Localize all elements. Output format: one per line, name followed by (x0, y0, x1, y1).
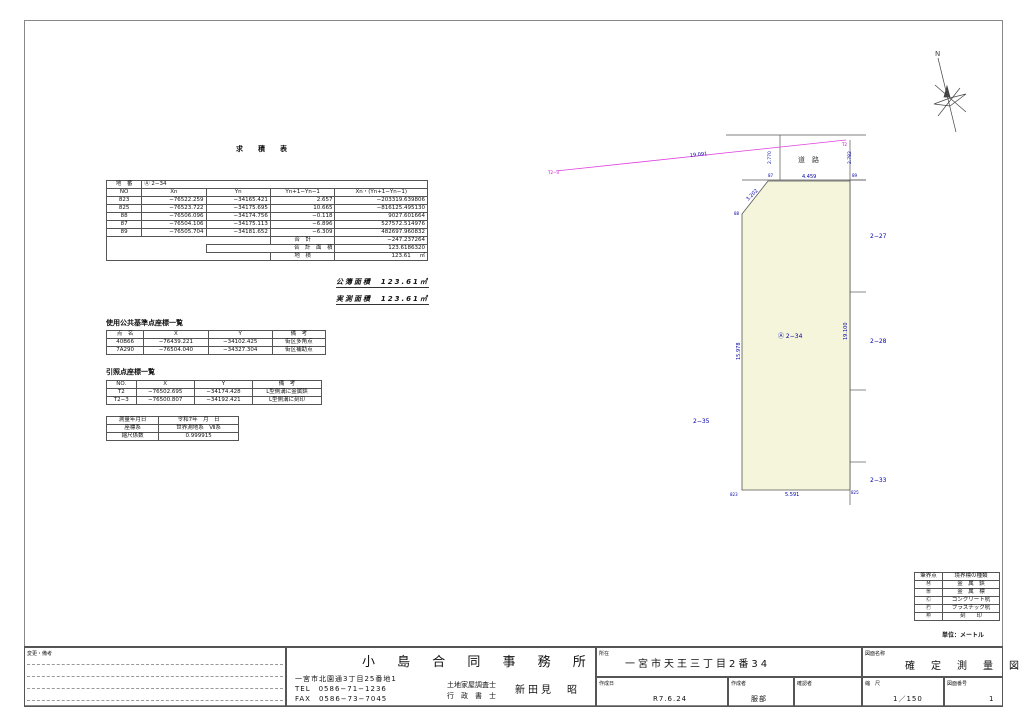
point-label: 87 (768, 173, 774, 178)
created-box: 作成日 R7.6.24 (596, 677, 728, 707)
rightside-dim: 2.782 (847, 151, 853, 164)
cell: −34192.421 (193, 396, 254, 405)
point-label: 89 (852, 173, 858, 178)
unit-label: 単位：メートル (942, 632, 985, 639)
scale-value: 1／150 (893, 695, 923, 703)
boundary-mark-icon: Ⓟ (913, 604, 944, 613)
sheet-no-box: 図面番号 1 (944, 677, 1003, 707)
top-dim: 4.459 (802, 174, 816, 180)
checker-box: 確認者 (794, 677, 862, 707)
survey-drawing: N 19.091 T2−3 T2 道 路 2.770 2.782 4.459 3… (547, 50, 967, 505)
office-tel: TEL 0586−71−1236 (295, 685, 387, 693)
neighbor-label: 2−28 (870, 338, 887, 345)
location-value: 一宮市天王三丁目2番34 (625, 659, 771, 670)
title-block: 変更・備考 小 島 合 同 事 務 所 一宮市北園通3丁目25番地1 TEL 0… (24, 646, 1019, 707)
header-cell: 筆界点 (913, 572, 944, 581)
boundary-mark-icon: Ⓒ (913, 596, 944, 605)
right-dim: 19.100 (843, 323, 849, 341)
reference-tie-line (555, 139, 847, 172)
public-points-title: 使用公共基準点座標一覧 (106, 319, 183, 327)
qualification-1: 土地家屋調査士 (447, 681, 496, 689)
qualification-2: 行 政 書 士 (447, 692, 496, 700)
neighbor-label: 2−35 (693, 418, 710, 425)
north-label: N (935, 50, 940, 58)
author-label: 作成者 (731, 681, 747, 687)
neighbor-label: 2−33 (870, 477, 887, 484)
road-label: 道 路 (798, 155, 819, 164)
area-value: 123.61 ㎡ (334, 252, 428, 261)
office-address: 一宮市北園通3丁目25番地1 (295, 675, 397, 683)
drawing-name-label: 図面名称 (865, 651, 886, 657)
point-label: T2 (841, 142, 847, 147)
boundary-mark-icon: Ⓜ (913, 580, 944, 589)
cell: −34327.304 (207, 346, 273, 355)
office-name: 小 島 合 同 事 務 所 (362, 655, 595, 670)
point-label: 88 (734, 211, 740, 216)
location-label: 所在 (599, 651, 610, 657)
bottom-dim: 5.591 (785, 492, 799, 498)
sheet-no-label: 図面番号 (947, 681, 968, 687)
parcel-polygon (741, 180, 851, 491)
office-fax: FAX 0586−73−7045 (295, 695, 388, 703)
cell: 街区補助点 (271, 346, 327, 355)
drawing-name-box: 図面名称 確 定 測 量 図 (862, 647, 1019, 677)
office-box: 小 島 合 同 事 務 所 一宮市北園通3丁目25番地1 TEL 0586−71… (286, 647, 596, 707)
scale-box: 縮 尺 1／150 (862, 677, 944, 707)
created-label: 作成日 (599, 681, 615, 687)
drawing-name-value: 確 定 測 量 図 (905, 661, 1022, 672)
remarks-label: 変更・備考 (27, 651, 53, 657)
scale-label: 縮 尺 (865, 681, 881, 687)
point-label: 823 (730, 492, 738, 497)
author-value: 服部 (751, 695, 767, 703)
point-label: 825 (851, 490, 859, 495)
drawing-sheet (24, 20, 1003, 706)
cell: 金 属 鋲 (942, 580, 1000, 589)
table-row: ㊎金 属 標 (913, 588, 1000, 597)
leftside-dim: 2.770 (767, 151, 773, 164)
cell: 縮尺係数 (105, 432, 160, 441)
north-arrow-icon (933, 57, 967, 133)
cell: 金 属 標 (942, 588, 1000, 597)
person-name: 新田見 昭 (515, 685, 580, 696)
neighbor-label: 2−27 (870, 233, 887, 240)
left-dim: 15.978 (736, 343, 742, 361)
sheet-no-value: 1 (989, 695, 995, 703)
table-row: ㊞刻 印 (913, 612, 1000, 621)
ref-points-title: 引照点座標一覧 (106, 368, 155, 376)
checker-label: 確認者 (797, 681, 813, 687)
remarks-box: 変更・備考 (24, 647, 286, 707)
area-table-title: 求 積 表 (236, 145, 291, 153)
header-cell: 境界標の種類 (942, 572, 1000, 581)
cell: L型側溝に刻印 (252, 396, 322, 405)
area-table: 地 番 Ⓐ 2−34 NO Xn Yn Yn+1−Yn−1 Xn・(Yn+1−Y… (105, 180, 428, 261)
cell: 7A290 (105, 346, 145, 355)
boundary-mark-icon: ㊎ (913, 588, 944, 597)
cell: プラスチック杭 (942, 604, 1000, 613)
point-label: T2−3 (547, 170, 559, 175)
created-value: R7.6.24 (653, 695, 688, 703)
measured-area: 実測面積 123.61㎡ (336, 295, 429, 305)
registered-area: 公簿面積 123.61㎡ (336, 278, 429, 288)
reftie-dim: 19.091 (690, 151, 708, 159)
author-box: 作成者 服部 (728, 677, 794, 707)
boundary-mark-icon: ㊞ (913, 612, 944, 621)
cell: 0.999915 (158, 432, 239, 441)
cell: コンクリート杭 (942, 596, 1000, 605)
location-box: 所在 一宮市天王三丁目2番34 (596, 647, 862, 677)
parcel-label-drawing: Ⓐ 2−34 (778, 332, 803, 340)
cell: 刻 印 (942, 612, 1000, 621)
